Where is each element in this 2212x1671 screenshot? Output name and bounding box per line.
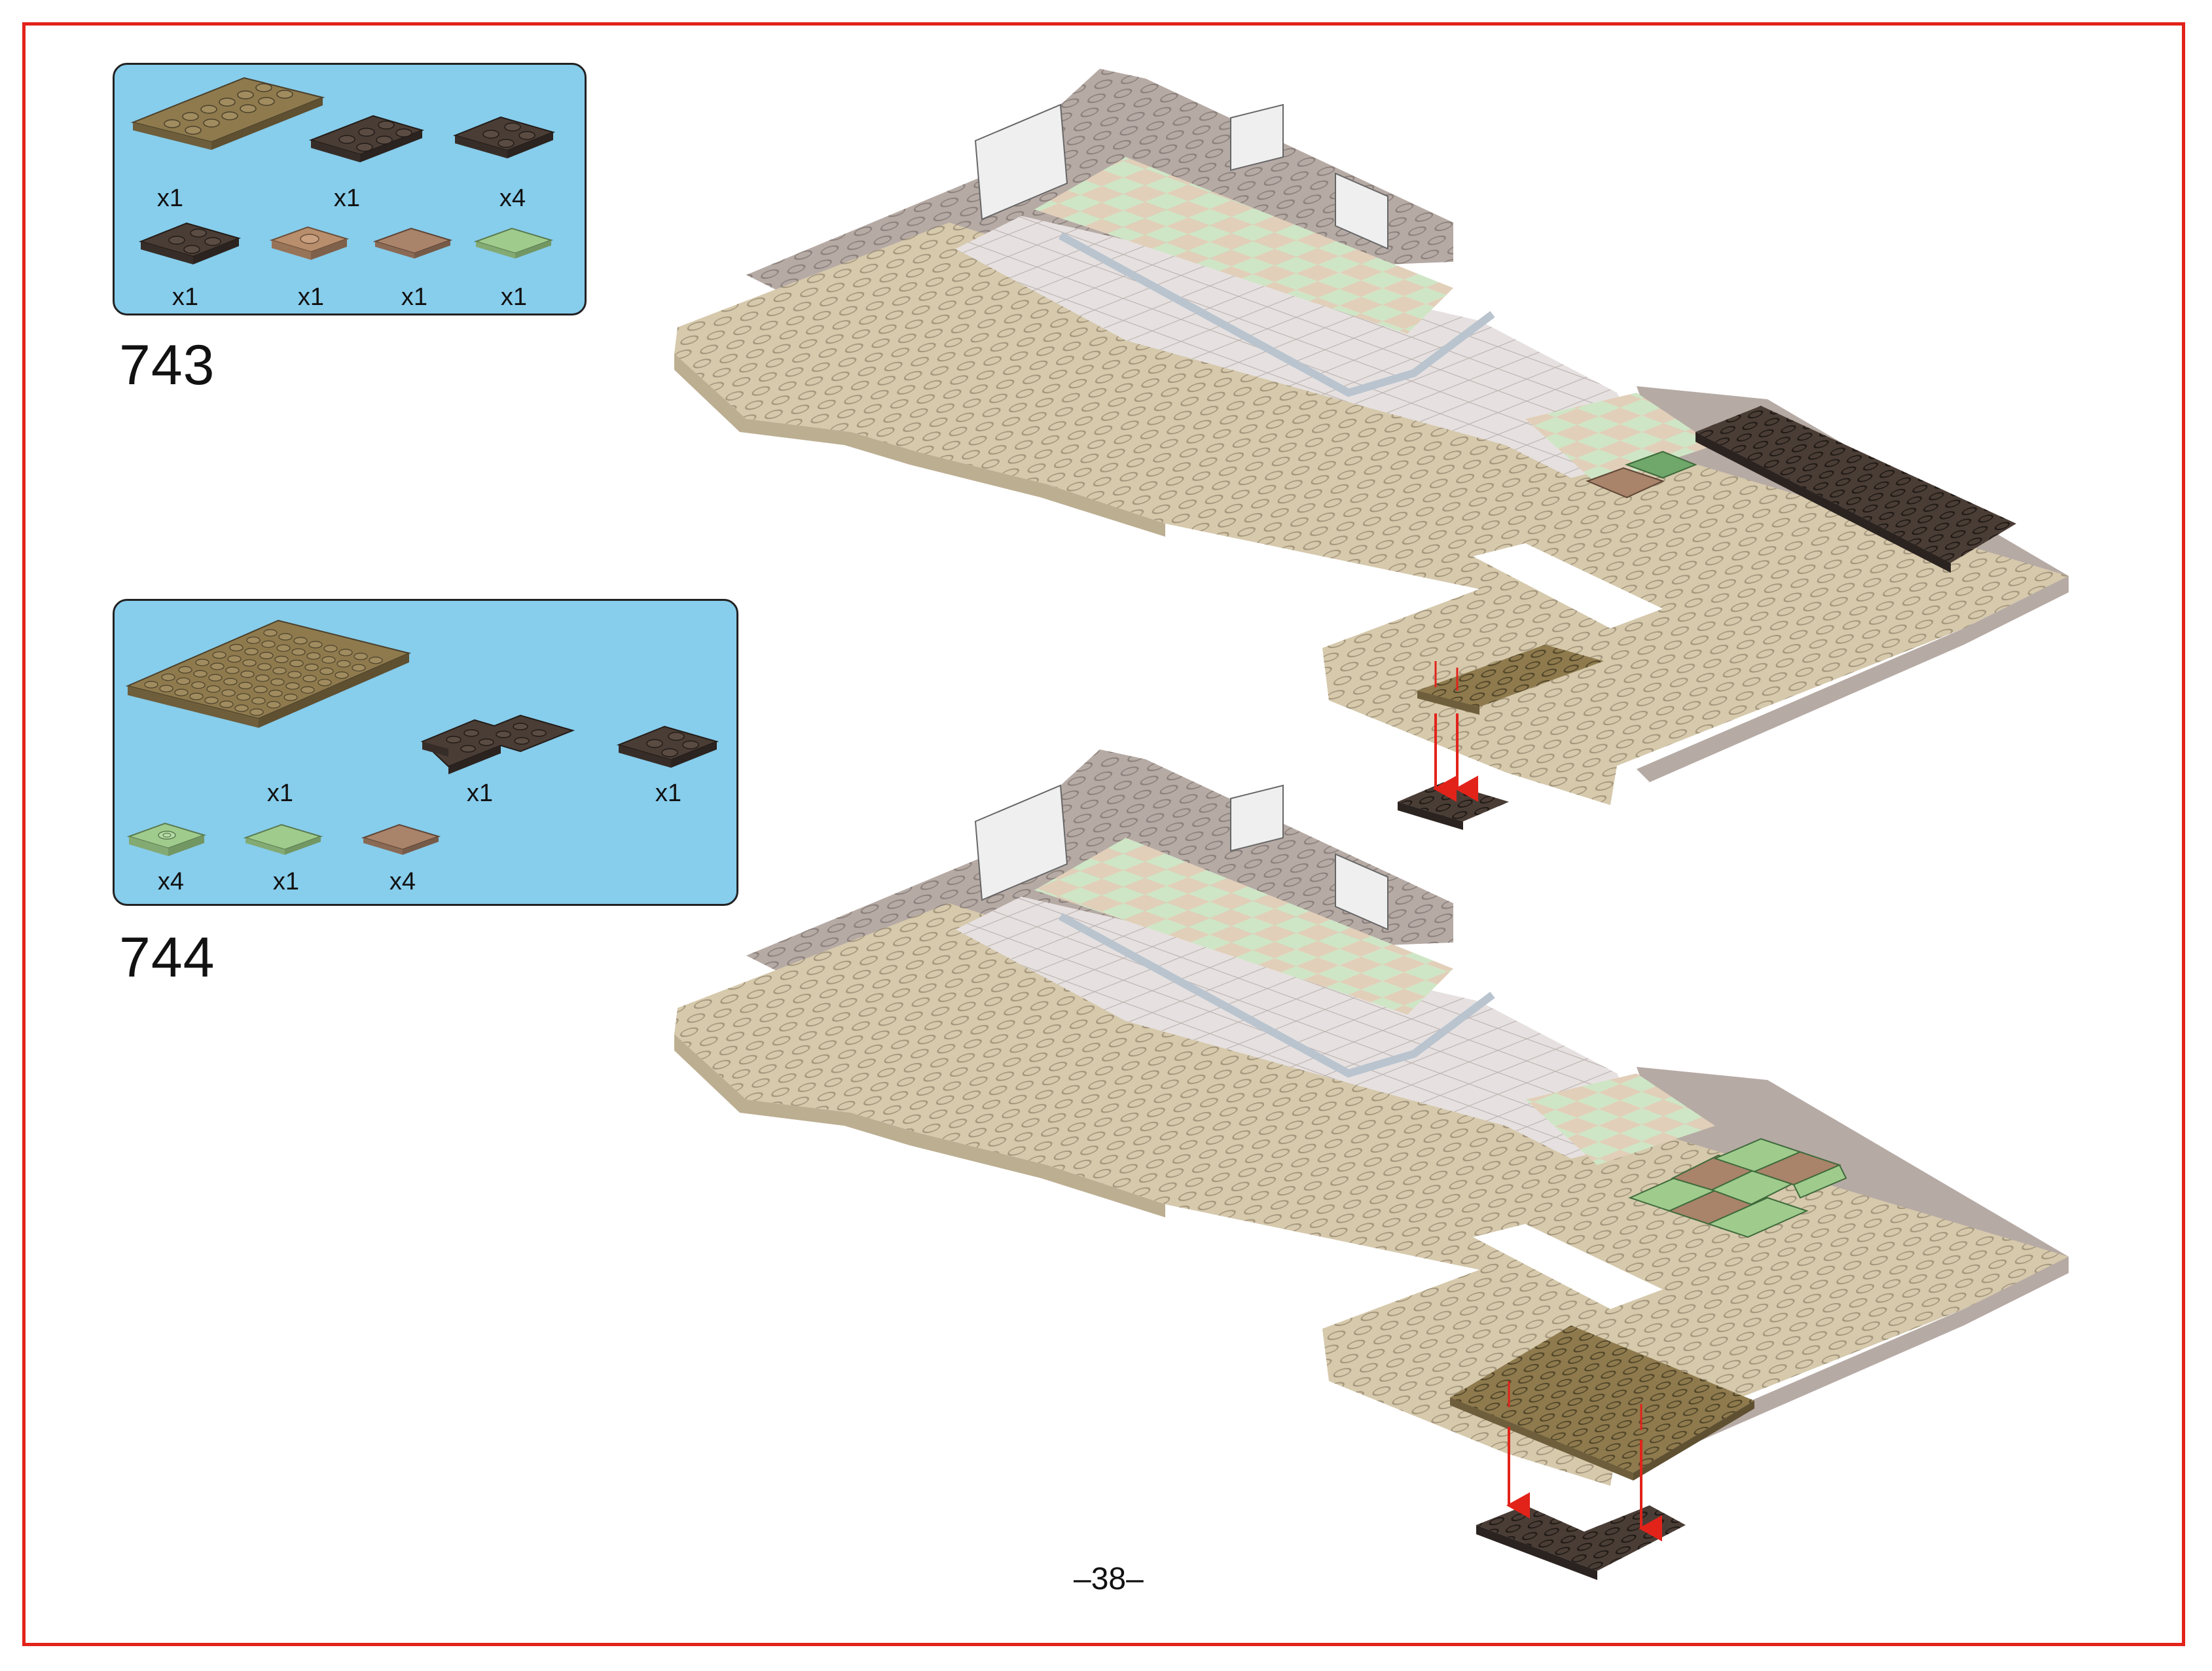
qty-label: x1 [500, 283, 528, 311]
qty-label: x1 [272, 868, 300, 895]
part-plate-2x2-dark-brown [452, 116, 556, 158]
part-tile-nougat [361, 823, 441, 855]
scene-step-744 [674, 749, 2069, 1580]
part-plate-2x2-dark-brown [138, 222, 242, 264]
qty-label: x1 [333, 185, 361, 212]
qty-label: x1 [401, 283, 428, 311]
part-plate-2x2-dark-brown [616, 725, 719, 768]
part-tile-sand-green [473, 227, 554, 259]
page-number: –38– [1074, 1562, 1144, 1596]
qty-label: x1 [172, 283, 199, 311]
part-corner-plate-dark-brown [421, 714, 575, 774]
step-number: 743 [119, 334, 215, 397]
part-plate-8x8-dark-tan [125, 619, 412, 728]
part-jumper-plate-tan [269, 226, 350, 260]
part-tile-sand-green [243, 823, 323, 855]
qty-label: x1 [297, 283, 325, 311]
part-jumper-plate-sand-green [126, 822, 207, 856]
scene-step-743 [674, 69, 2069, 830]
parts-list-743: x1 x1 x4 x1 x1 [113, 63, 587, 315]
part-plate-2x6-dark-tan [130, 77, 325, 150]
qty-label: x4 [389, 868, 416, 895]
qty-label: x4 [499, 185, 526, 212]
qty-label: x1 [466, 780, 494, 807]
qty-label: x1 [156, 185, 184, 212]
qty-label: x4 [157, 868, 185, 895]
page-frame [22, 22, 2185, 1646]
qty-label: x1 [266, 780, 294, 807]
part-plate-2x3-dark-brown [308, 115, 425, 162]
parts-list-744: x1 x1 x1 x4 x1 [113, 599, 738, 906]
part-tile-nougat [372, 227, 453, 259]
qty-label: x1 [655, 780, 682, 807]
step-number: 744 [119, 926, 215, 989]
